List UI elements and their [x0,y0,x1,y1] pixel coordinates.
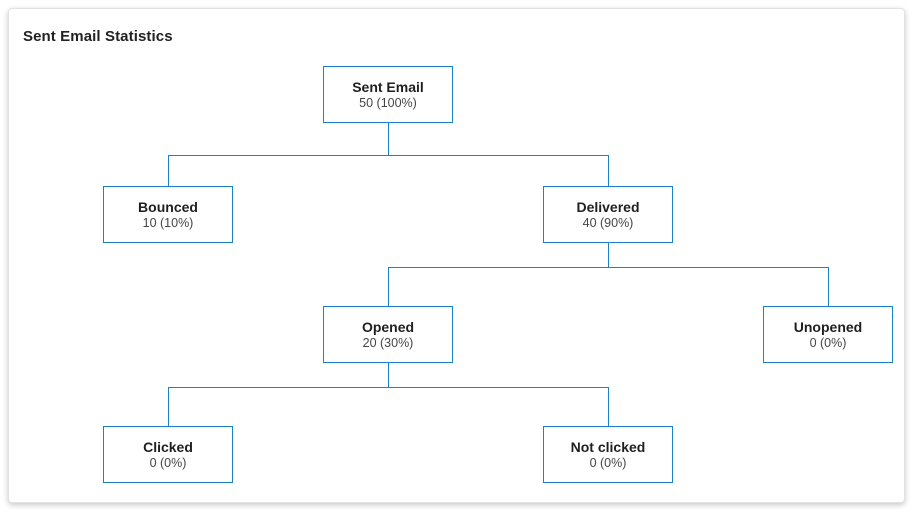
connector-line [608,155,609,186]
node-value: 0 (0%) [149,455,187,470]
connector-line [828,267,829,306]
node-label: Delivered [576,198,640,215]
node-sent-email[interactable]: Sent Email 50 (100%) [323,66,453,123]
node-delivered[interactable]: Delivered 40 (90%) [543,186,673,243]
connector-line [168,155,169,186]
connector-line [388,267,389,306]
node-label: Sent Email [352,78,424,95]
node-value: 50 (100%) [359,95,417,110]
node-bounced[interactable]: Bounced 10 (10%) [103,186,233,243]
email-statistics-tree: Sent Email 50 (100%) Bounced 10 (10%) De… [9,9,904,502]
connector-line [168,387,169,426]
connector-line [608,243,609,267]
connector-line [168,155,609,156]
email-statistics-card: Sent Email Statistics Sent Email 50 (100… [8,8,905,503]
node-not-clicked[interactable]: Not clicked 0 (0%) [543,426,673,483]
connector-line [388,363,389,387]
connector-line [388,267,829,268]
node-value: 40 (90%) [582,215,634,230]
node-label: Unopened [793,318,863,335]
node-label: Bounced [138,198,198,215]
connector-line [608,387,609,426]
connector-line [168,387,609,388]
node-value: 0 (0%) [589,455,627,470]
connector-line [388,123,389,155]
page-title: Sent Email Statistics [23,28,173,45]
node-value: 0 (0%) [809,335,847,350]
node-value: 10 (10%) [142,215,194,230]
node-label: Opened [361,318,415,335]
node-opened[interactable]: Opened 20 (30%) [323,306,453,363]
node-label: Clicked [143,438,193,455]
node-clicked[interactable]: Clicked 0 (0%) [103,426,233,483]
node-unopened[interactable]: Unopened 0 (0%) [763,306,893,363]
node-label: Not clicked [570,438,646,455]
node-value: 20 (30%) [362,335,414,350]
